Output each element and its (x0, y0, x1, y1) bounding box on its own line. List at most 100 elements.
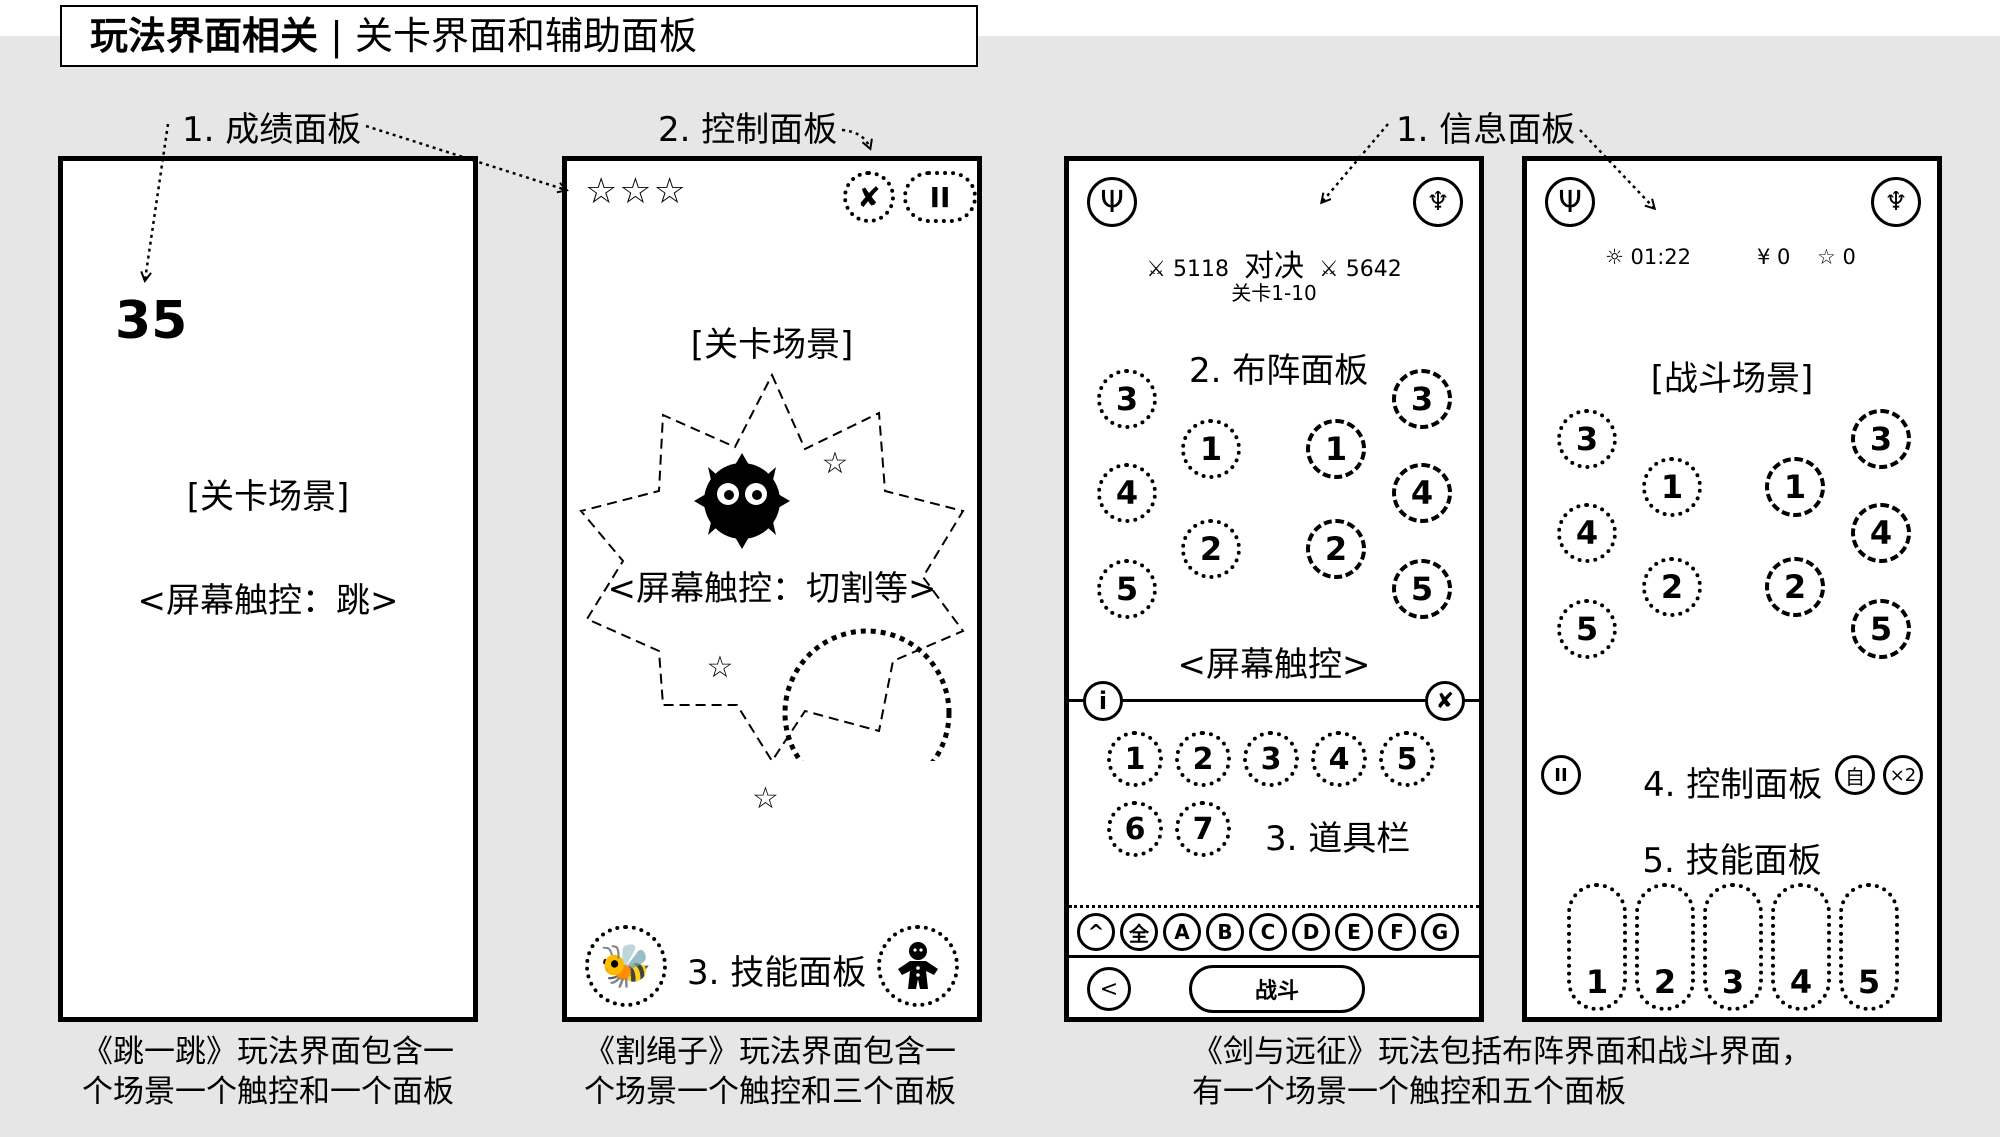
sword-caption-line2: 有一个场景一个触控和五个面板 (1192, 1074, 1626, 1110)
pause-icon: II (929, 180, 951, 214)
bubble-circle (782, 628, 952, 761)
page-title: 玩法界面相关 | 关卡界面和辅助面板 (60, 5, 978, 67)
close-button[interactable]: ✘ (843, 171, 895, 223)
filter-button[interactable]: C (1249, 913, 1287, 951)
filter-button[interactable]: F (1378, 913, 1416, 951)
level-label: 关卡1-10 (1231, 281, 1317, 305)
enemy-slot: 4 (1392, 463, 1452, 523)
neptune-button[interactable]: ♆ (1413, 177, 1463, 227)
filter-button[interactable]: B (1206, 913, 1244, 951)
close-icon: ✘ (1435, 688, 1455, 714)
skill-slot[interactable]: 5 (1839, 883, 1899, 1011)
trident-button[interactable]: Ψ (1087, 177, 1137, 227)
jump-caption-line1: 《跳一跳》玩法界面包含一 (82, 1034, 454, 1070)
close-icon: ✘ (857, 180, 881, 214)
callout-score-panel: 1. 成绩面板 (182, 110, 362, 150)
hero-unit: 2 (1642, 557, 1702, 617)
item-slot[interactable]: 5 (1379, 731, 1435, 787)
enemy-slot: 1 (1306, 419, 1366, 479)
back-button[interactable]: < (1087, 967, 1131, 1011)
battle-scene-label: [战斗场景] (1650, 359, 1814, 399)
skill-panel-label: 5. 技能面板 (1642, 841, 1822, 881)
item-slot[interactable]: 2 (1175, 731, 1231, 787)
hero-unit: 3 (1557, 409, 1617, 469)
info-button[interactable]: i (1083, 681, 1123, 721)
chevron-left-icon: < (1099, 976, 1119, 1002)
formation-slot[interactable]: 4 (1097, 463, 1157, 523)
enemy-unit: 3 (1851, 409, 1911, 469)
skill-slot[interactable]: 3 (1703, 883, 1763, 1011)
star-icon: ☆ (752, 781, 779, 816)
battle-button[interactable]: 战斗 (1189, 965, 1365, 1013)
skill-panel-label: 3. 技能面板 (687, 953, 867, 993)
rope-caption: 《割绳子》玩法界面包含一 个场景一个触控和三个面板 (520, 1032, 1020, 1112)
skill-bee-button[interactable]: 🐝 (585, 925, 667, 1007)
formation-slot[interactable]: 1 (1181, 419, 1241, 479)
enemy-unit: 2 (1765, 557, 1825, 617)
control-panel-label: 4. 控制面板 (1643, 765, 1823, 805)
item-slot[interactable]: 7 (1175, 801, 1231, 857)
jump-caption: 《跳一跳》玩法界面包含一 个场景一个触控和一个面板 (18, 1032, 518, 1112)
filter-button[interactable]: 全 (1120, 913, 1158, 951)
neptune-button[interactable]: ♆ (1871, 177, 1921, 227)
rope-caption-line2: 个场景一个触控和三个面板 (584, 1074, 956, 1110)
trident-icon: Ψ (1100, 184, 1124, 220)
item-slot[interactable]: 1 (1107, 731, 1163, 787)
pause-button[interactable]: II (1541, 755, 1581, 795)
skill-slot[interactable]: 2 (1635, 883, 1695, 1011)
filter-button[interactable]: ^ (1077, 913, 1115, 951)
enemy-slot: 3 (1392, 369, 1452, 429)
item-slot[interactable]: 4 (1311, 731, 1367, 787)
enemy-slot: 5 (1392, 559, 1452, 619)
enemy-slot: 2 (1306, 519, 1366, 579)
power-row: ⚔ 5118 对决 ⚔ 5642 (1069, 241, 1479, 285)
timer-display: ☼ 01:22 (1605, 245, 1692, 269)
star-icon: ☆ (822, 446, 849, 481)
formation-slot[interactable]: 3 (1097, 369, 1157, 429)
skill-gingerbread-button[interactable] (877, 925, 959, 1007)
skill-slot[interactable]: 1 (1567, 883, 1627, 1011)
bee-icon: 🐝 (599, 941, 653, 990)
monster-icon (694, 453, 790, 549)
filter-button[interactable]: E (1335, 913, 1373, 951)
neptune-icon: ♆ (1426, 187, 1450, 217)
formation-screen: Ψ ♆ ⚔ 5118 对决 ⚔ 5642 关卡1-10 2. 布阵面板 3 4 … (1064, 156, 1484, 1022)
formation-panel-label: 2. 布阵面板 (1189, 351, 1369, 391)
power-left: ⚔ 5118 (1146, 257, 1229, 282)
filter-button[interactable]: G (1421, 913, 1459, 951)
pause-button[interactable]: II (903, 171, 977, 223)
divider-line (1069, 699, 1479, 702)
skill-slot[interactable]: 4 (1771, 883, 1831, 1011)
starburst-scene: ☆ ☆ (579, 372, 965, 761)
callout-info-panel: 1. 信息面板 (1396, 110, 1576, 150)
item-slot[interactable]: 6 (1107, 801, 1163, 857)
hero-unit: 4 (1557, 503, 1617, 563)
touch-label: <屏幕触控：跳> (137, 581, 399, 621)
money-display: ¥ 0 (1757, 245, 1791, 269)
divider-line (1069, 905, 1479, 908)
close-button[interactable]: ✘ (1425, 681, 1465, 721)
sword-caption-line1: 《剑与远征》玩法包括布阵界面和战斗界面， (1192, 1034, 1812, 1070)
touch-label: <屏幕触控：切割等> (607, 569, 937, 609)
filter-button[interactable]: D (1292, 913, 1330, 951)
star-rating: ☆☆☆ (585, 171, 688, 212)
gingerbread-icon (898, 942, 938, 989)
info-icon: i (1098, 687, 1108, 715)
item-slot[interactable]: 3 (1243, 731, 1299, 787)
trident-icon: Ψ (1558, 184, 1582, 220)
scene-label: [关卡场景] (186, 477, 350, 517)
trident-button[interactable]: Ψ (1545, 177, 1595, 227)
formation-slot[interactable]: 5 (1097, 559, 1157, 619)
jump-caption-line2: 个场景一个触控和一个面板 (82, 1074, 454, 1110)
versus-label: 对决 (1244, 249, 1304, 284)
formation-slot[interactable]: 2 (1181, 519, 1241, 579)
divider-line (1069, 955, 1479, 958)
speed-button[interactable]: ×2 (1883, 755, 1923, 795)
touch-label: <屏幕触控> (1177, 645, 1371, 685)
filter-button[interactable]: A (1163, 913, 1201, 951)
rope-caption-line1: 《割绳子》玩法界面包含一 (584, 1034, 956, 1070)
auto-button[interactable]: 自 (1835, 755, 1875, 795)
item-bar-label: 3. 道具栏 (1265, 819, 1411, 859)
rope-screen: ☆☆☆ ✘ II [关卡场景] ☆ ☆ <屏幕触控：切割等> ☆ 🐝 3. 技能… (562, 156, 982, 1022)
hero-unit: 5 (1557, 599, 1617, 659)
